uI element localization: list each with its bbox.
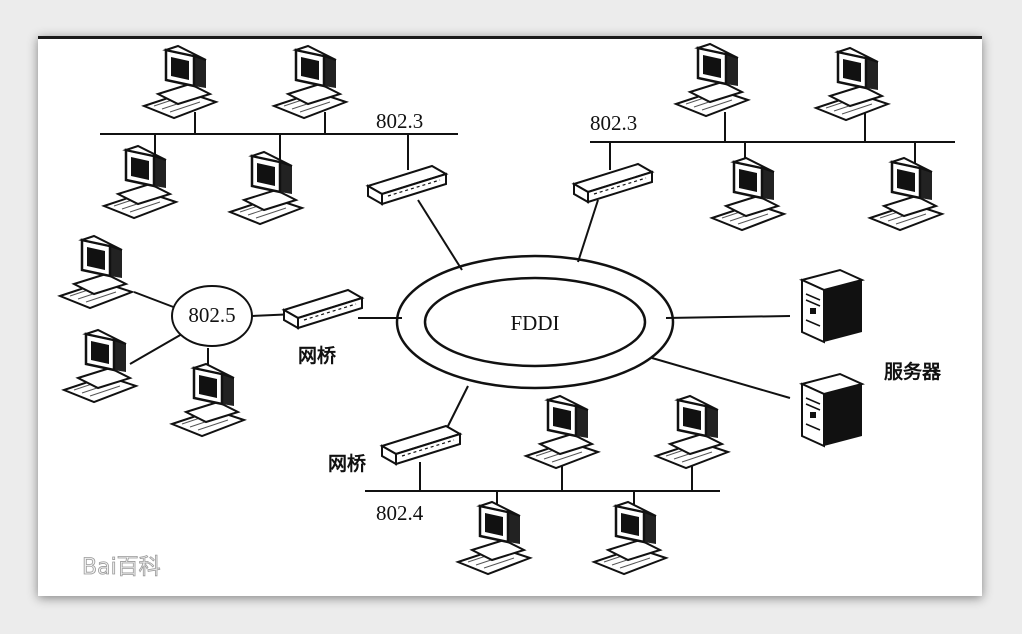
label-802-3-left: 802.3 [376,109,423,133]
label-bridge-bottom: 网桥 [328,452,367,475]
workstation-icon [654,394,730,470]
workstation-icon [524,394,600,470]
label-bridge-left: 网桥 [298,344,337,367]
workstation-icon [102,144,178,220]
workstation-icon [228,150,304,226]
label-802-4: 802.4 [376,501,424,525]
label-802-3-right: 802.3 [590,111,637,135]
workstation-icon [710,156,786,232]
fddi-ring: FDDI [395,254,675,390]
workstation-icon [58,234,134,310]
label-server: 服务器 [884,360,942,383]
bridge-icon [367,165,447,205]
watermark: Bai百科 [82,555,161,580]
workstation-icon [592,500,668,576]
bridge-icon [573,163,653,203]
workstation-icon [674,42,750,118]
bridge-icon [381,425,461,465]
token-ring-802-5: 802.5 [171,285,253,347]
server-icon [801,269,863,343]
workstation-icon [142,44,218,120]
workstation-icon [272,44,348,120]
workstation-icon [868,156,944,232]
workstation-icon [814,46,890,122]
workstation-icon [170,362,246,438]
workstation-icon [456,500,532,576]
workstation-icon [62,328,138,404]
fddi-label: FDDI [510,311,559,335]
server-icon [801,373,863,447]
bridge-icon [283,289,363,329]
frame-top-border [38,36,982,39]
label-802-5: 802.5 [188,303,235,327]
